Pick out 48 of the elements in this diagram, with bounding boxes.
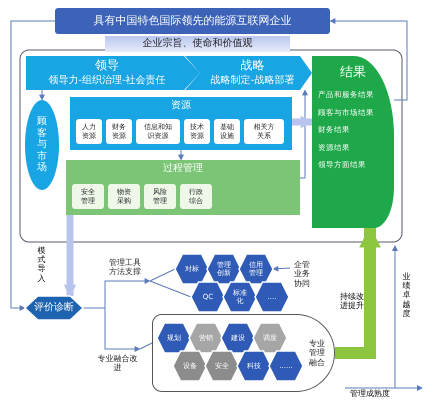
result-item: 领导力-组织治理-社会责任 xyxy=(48,75,166,87)
arrow xyxy=(335,226,381,359)
strategy-label: 战略 xyxy=(240,59,264,74)
arrow xyxy=(292,116,314,128)
leadership-label: 领导 xyxy=(95,59,119,74)
result-panel xyxy=(312,56,394,228)
process-panel xyxy=(66,160,300,215)
branch-label: 管理工具方法支撑 xyxy=(108,258,142,276)
connector-line xyxy=(150,268,176,282)
axis-label: 管理成熟度 xyxy=(350,389,390,398)
arrow xyxy=(39,90,45,101)
edge-label: 模式导入 xyxy=(36,246,47,283)
arrow xyxy=(329,18,408,100)
resource-box xyxy=(106,119,132,144)
arrow xyxy=(178,150,184,161)
arrow xyxy=(64,215,76,298)
integration-label: 专业管理融合 xyxy=(308,339,326,367)
process-box xyxy=(108,184,140,209)
values-band xyxy=(105,36,290,52)
evaluation-label: 评价诊断 xyxy=(34,302,74,314)
goal-label: 具有中国特色国际领先的能源互联网企业 xyxy=(94,14,292,28)
branch-label: 专业融合改进 xyxy=(96,354,138,372)
process-box xyxy=(180,184,212,209)
arrow xyxy=(10,20,56,311)
connector-line xyxy=(150,280,192,298)
resource-label: 资源 xyxy=(171,100,191,112)
result-label: 结果 xyxy=(340,66,366,81)
arrow xyxy=(300,89,308,178)
edge-label: 持续改进提升 xyxy=(340,292,364,310)
goal-banner xyxy=(55,8,330,34)
process-box xyxy=(72,184,104,209)
resource-panel xyxy=(70,97,292,150)
resource-box xyxy=(184,119,210,144)
coordination-label: 企管业务协同 xyxy=(293,260,311,288)
customer-label: 顾客与市场 xyxy=(36,116,48,174)
arrow xyxy=(82,308,141,352)
axis-label: 业绩卓越度 xyxy=(402,272,412,318)
values-label: 企业宗旨、使命和价值观 xyxy=(142,38,252,50)
arrow xyxy=(272,266,290,272)
resource-box xyxy=(244,119,284,144)
integration-outline xyxy=(152,314,335,392)
process-box xyxy=(144,184,176,209)
connector-line xyxy=(140,342,152,350)
resource-box xyxy=(76,119,102,144)
result-item: 战略制定-战略部署 xyxy=(210,75,294,87)
process-label: 过程管理 xyxy=(163,163,203,174)
resource-box xyxy=(214,119,240,144)
resource-box xyxy=(136,119,180,144)
